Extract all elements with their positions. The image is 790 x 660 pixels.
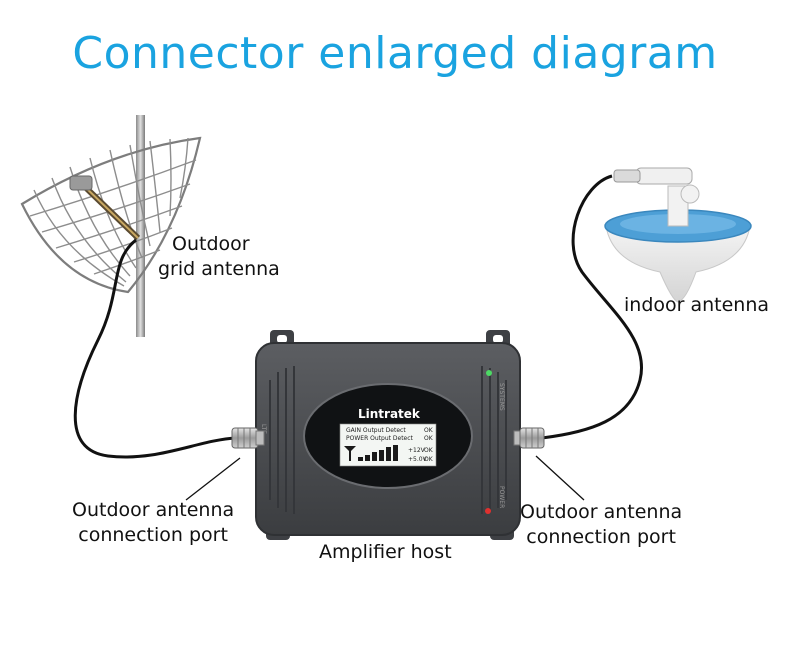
grid-antenna xyxy=(20,115,202,337)
indoor-antenna-dome xyxy=(605,225,751,303)
brand-label: Lintratek xyxy=(358,407,421,421)
label-indoor-antenna-text: indoor antenna xyxy=(624,294,770,316)
lcd-row3-status: OK xyxy=(424,447,434,454)
label-amplifier-host: Amplifier host xyxy=(319,540,452,565)
amplifier-device: Lintratek GAIN Output Detect OK POWER Ou… xyxy=(231,330,545,540)
label-outdoor-grid-antenna: Outdoor grid antenna xyxy=(158,232,280,282)
label-left-port-line2: connection port xyxy=(78,524,228,546)
label-left-port-line1: Outdoor antenna xyxy=(72,499,235,521)
diagram-title: Connector enlarged diagram xyxy=(72,28,718,79)
lcd-row3: +12V xyxy=(408,447,426,454)
label-outdoor-grid-antenna-line2: grid antenna xyxy=(158,258,280,280)
feed-arm xyxy=(69,175,141,241)
left-port-connector xyxy=(231,427,265,449)
label-outdoor-grid-antenna-line1: Outdoor xyxy=(172,233,250,255)
side-label-power: POWER xyxy=(498,486,505,508)
lcd-row1-status: OK xyxy=(424,427,434,434)
right-port-connector xyxy=(513,427,545,449)
label-right-port-line1: Outdoor antenna xyxy=(520,501,683,523)
lcd-row1: GAIN Output Detect xyxy=(346,427,406,434)
cable-outdoor xyxy=(73,238,237,459)
label-amplifier-host-text: Amplifier host xyxy=(319,541,452,563)
lcd-row2-status: OK xyxy=(424,435,434,442)
leader-left-port xyxy=(185,457,241,501)
lcd-row2: POWER Output Detect xyxy=(346,435,414,442)
lcd-row4-status: OK xyxy=(424,456,434,463)
leader-right-port xyxy=(535,455,585,501)
grid-dish xyxy=(20,136,202,294)
power-led-icon xyxy=(485,508,491,514)
system-led-icon xyxy=(486,370,492,376)
side-label-systems: SYSTEMS xyxy=(498,383,505,411)
cable-indoor xyxy=(541,174,643,440)
label-indoor-antenna: indoor antenna xyxy=(624,293,769,318)
side-label-lte: LTE xyxy=(260,424,267,434)
label-right-port: Outdoor antenna connection port xyxy=(520,500,682,550)
indoor-antenna-connector xyxy=(635,167,693,185)
label-left-port: Outdoor antenna connection port xyxy=(72,498,234,548)
indoor-antenna xyxy=(604,167,752,303)
label-right-port-line2: connection port xyxy=(526,526,676,548)
antenna-pole xyxy=(136,115,145,337)
signal-bars-icon xyxy=(344,445,398,461)
lcd-row4: +5.0V xyxy=(408,456,428,463)
